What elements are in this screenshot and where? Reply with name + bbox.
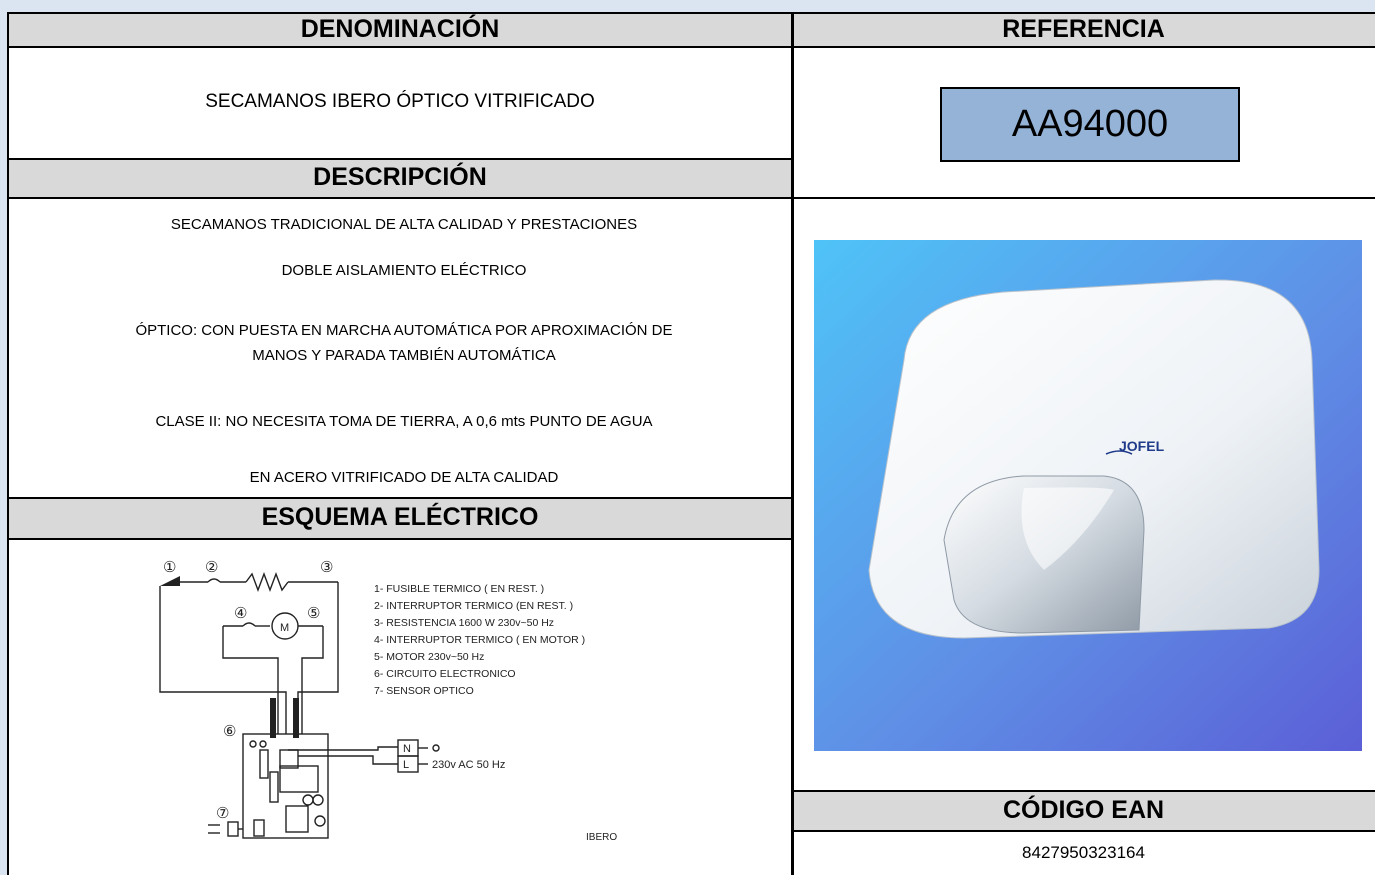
description-line: ÓPTICO: CON PUESTA EN MARCHA AUTOMÁTICA … (135, 322, 673, 339)
description-line: CLASE II: NO NECESITA TOMA DE TIERRA, A … (155, 413, 653, 430)
legend-item: 1- FUSIBLE TERMICO ( EN REST. ) (374, 583, 544, 595)
denominacion-header: DENOMINACIÓN (8, 12, 792, 46)
legend-item: 6- CIRCUITO ELECTRONICO (374, 668, 516, 680)
line-label: L (403, 759, 409, 771)
marker-1: ① (163, 559, 176, 576)
photo-cell: JOFEL (792, 197, 1375, 790)
brand-logo: JOFEL (1119, 438, 1165, 454)
fuse-symbol (160, 576, 180, 586)
description-block: SECAMANOS TRADICIONAL DE ALTA CALIDAD Y … (8, 197, 792, 497)
supply-label: 230v AC 50 Hz (432, 759, 505, 771)
description-line: DOBLE AISLAMIENTO ELÉCTRICO (281, 262, 527, 279)
neutral-label: N (403, 743, 411, 755)
marker-6: ⑥ (223, 723, 236, 740)
ean-header: CÓDIGO EAN (792, 790, 1375, 830)
schematic-block: ① ② ③ ④ ⑤ ⑥ ⑦ M N L 230v AC 50 Hz IBERO … (8, 538, 792, 875)
model-label: IBERO (586, 832, 617, 843)
legend-item: 3- RESISTENCIA 1600 W 230v~50 Hz (374, 617, 554, 629)
descripcion-header: DESCRIPCIÓN (8, 158, 792, 197)
legend-item: 4- INTERRUPTOR TERMICO ( EN MOTOR ) (374, 634, 585, 646)
ean-code: 8427950323164 (792, 830, 1375, 875)
esquema-header: ESQUEMA ELÉCTRICO (8, 497, 792, 538)
legend-item: 2- INTERRUPTOR TERMICO (EN REST. ) (374, 600, 573, 612)
product-photo: JOFEL (814, 240, 1362, 751)
referencia-header: REFERENCIA (792, 12, 1375, 46)
product-name: SECAMANOS IBERO ÓPTICO VITRIFICADO (8, 46, 792, 158)
marker-7: ⑦ (216, 805, 229, 822)
description-line: EN ACERO VITRIFICADO DE ALTA CALIDAD (249, 469, 559, 486)
motor-label: M (280, 622, 289, 634)
marker-5: ⑤ (307, 605, 320, 622)
marker-4: ④ (234, 605, 247, 622)
marker-2: ② (205, 559, 218, 576)
schematic-legend: 1- FUSIBLE TERMICO ( EN REST. ) 2- INTER… (374, 583, 585, 697)
legend-item: 5- MOTOR 230v~50 Hz (374, 651, 484, 663)
description-line: MANOS Y PARADA TAMBIÉN AUTOMÁTICA (252, 347, 556, 364)
electrical-schematic: ① ② ③ ④ ⑤ ⑥ ⑦ M N L 230v AC 50 Hz IBERO … (159, 559, 617, 843)
reference-code: AA94000 (940, 87, 1240, 162)
legend-item: 7- SENSOR OPTICO (374, 685, 474, 697)
marker-3: ③ (320, 559, 333, 576)
description-line: SECAMANOS TRADICIONAL DE ALTA CALIDAD Y … (170, 216, 638, 233)
